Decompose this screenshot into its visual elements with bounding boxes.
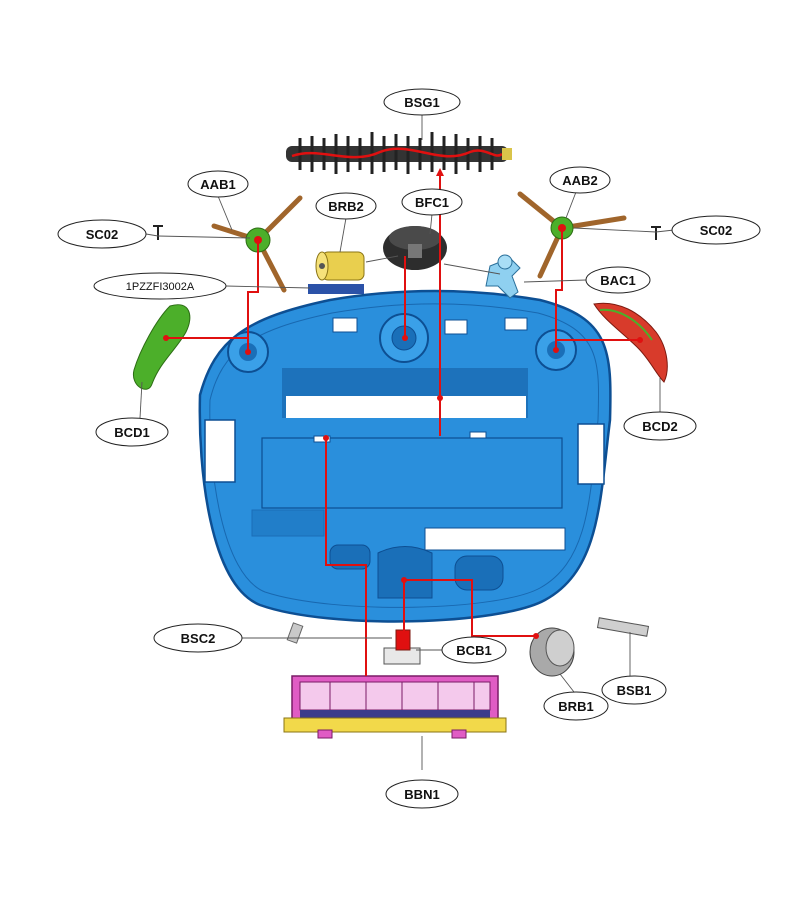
svg-text:BFC1: BFC1 [415, 195, 449, 210]
label-brb1: BRB1 [543, 691, 609, 721]
label-aab1: AAB1 [187, 170, 249, 198]
side-brush-aab2 [517, 191, 627, 279]
svg-text:AAB1: AAB1 [200, 177, 235, 192]
svg-text:BCB1: BCB1 [456, 643, 491, 658]
label-bfc1: BFC1 [401, 188, 463, 216]
part-bac1 [485, 254, 521, 299]
part-1pzzfi3002a [308, 284, 364, 294]
svg-text:BCD2: BCD2 [642, 419, 677, 434]
svg-text:1PZZFI3002A: 1PZZFI3002A [126, 281, 195, 293]
main-brush-bsg1 [286, 132, 512, 174]
screw-sc02-left [153, 225, 163, 240]
svg-text:BSB1: BSB1 [617, 683, 652, 698]
svg-text:SC02: SC02 [86, 227, 119, 242]
leader-lines [139, 114, 675, 770]
label-sc02-left: SC02 [57, 219, 147, 249]
label-1pzzfi3002a: 1PZZFI3002A [93, 272, 227, 300]
svg-text:BBN1: BBN1 [404, 787, 439, 802]
svg-text:SC02: SC02 [700, 223, 733, 238]
roller-brb2 [315, 251, 365, 281]
label-bsg1: BSG1 [383, 88, 461, 116]
dust-bin-bbn1 [283, 675, 507, 739]
label-bcd2: BCD2 [623, 411, 697, 441]
svg-text:BSG1: BSG1 [404, 95, 439, 110]
svg-text:BCD1: BCD1 [114, 425, 149, 440]
svg-text:AAB2: AAB2 [562, 173, 597, 188]
part-bcb1 [383, 629, 421, 665]
bumper-bcd1 [132, 304, 191, 390]
part-bsc2 [286, 622, 304, 644]
label-sc02-right: SC02 [671, 215, 761, 245]
bumper-bcd2 [593, 302, 668, 383]
label-bsc2: BSC2 [153, 623, 243, 653]
label-bbn1: BBN1 [385, 779, 459, 809]
screw-sc02-right [651, 226, 661, 240]
robot-bottom-chassis [198, 289, 612, 623]
svg-text:BAC1: BAC1 [600, 273, 635, 288]
label-bsb1: BSB1 [601, 675, 667, 705]
label-brb2: BRB2 [315, 192, 377, 220]
front-caster-bfc1 [383, 226, 447, 270]
label-bcb1: BCB1 [441, 636, 507, 664]
svg-text:BRB2: BRB2 [328, 199, 363, 214]
svg-text:BRB1: BRB1 [558, 699, 593, 714]
wheel-brb1 [529, 627, 575, 677]
label-aab2: AAB2 [549, 166, 611, 194]
axle-bsb1 [596, 617, 650, 637]
svg-text:BSC2: BSC2 [181, 631, 216, 646]
labels: BSG1 AAB1 AAB2 SC02 SC02 BRB2 BFC1 BAC1 [57, 88, 761, 809]
label-bac1: BAC1 [585, 266, 651, 294]
label-bcd1: BCD1 [95, 417, 169, 447]
assembly-lines [163, 168, 643, 676]
